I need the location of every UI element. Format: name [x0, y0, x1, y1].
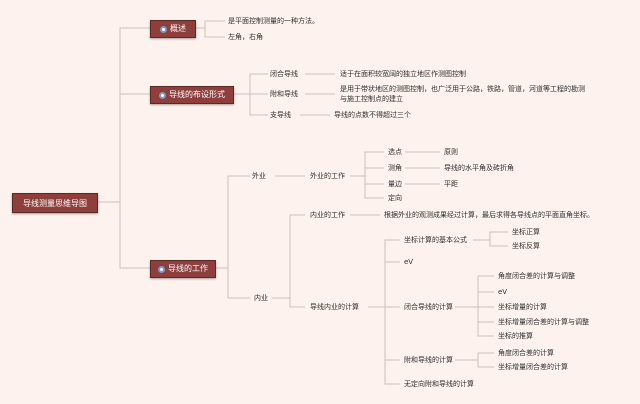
office-label: 内业	[254, 294, 268, 302]
closed-item-5: 坐标的推算	[498, 332, 533, 340]
root-node[interactable]: 导线测量思维导图	[12, 193, 98, 213]
node-bullet-icon	[159, 91, 166, 99]
root-label: 导线测量思维导图	[23, 198, 87, 208]
attached-item-1: 角度闭合差的计算	[498, 349, 554, 357]
node-layout[interactable]: 导线的布设形式	[150, 86, 234, 104]
field-item-4-name: 定向	[388, 194, 402, 202]
layout-closed-name: 闭合导线	[270, 70, 298, 78]
basic-formula-item-2: 坐标反算	[512, 242, 540, 250]
field-item-2-desc: 导线的水平角及砖折角	[444, 164, 514, 172]
layout-branch-desc: 导线的点数不得超过三个	[334, 111, 411, 119]
closed-calc-label: 闭合导线的计算	[404, 303, 453, 311]
closed-item-2: eV	[498, 288, 508, 296]
layout-attached-name: 附和导线	[270, 90, 298, 98]
closed-item-4: 坐标增量闭合差的计算与调整	[498, 318, 589, 326]
node-overview[interactable]: 概述	[150, 20, 196, 38]
layout-closed-desc: 适于在面积较宽阔的独立地区作测图控制	[340, 70, 466, 78]
layout-attached-desc2: 与施工控制点的建立	[340, 95, 403, 103]
overview-item-2: 左角，右角	[228, 33, 263, 41]
field-label: 外业	[252, 172, 266, 180]
office-work-label: 内业的工作	[310, 211, 345, 219]
office-work-desc: 根据外业的观测成果经过计算，最后求得各导线点的平面直角坐标。	[384, 211, 594, 219]
closed-item-1: 角度闭合差的计算与调整	[498, 272, 575, 280]
field-sub-label: 外业的工作	[310, 172, 345, 180]
attached-item-2: 坐标增量闭合差的计算	[498, 363, 568, 371]
node-bullet-icon	[158, 265, 165, 273]
node-work[interactable]: 导线的工作	[150, 260, 216, 278]
node-overview-label: 概述	[170, 24, 186, 33]
node-work-label: 导线的工作	[168, 264, 208, 273]
node-layout-label: 导线的布设形式	[169, 90, 225, 99]
field-item-1-desc: 原则	[444, 148, 458, 156]
field-item-1-name: 选点	[388, 148, 402, 156]
field-item-2-name: 测角	[388, 164, 402, 172]
basic-formula-label: 坐标计算的基本公式	[404, 236, 467, 244]
overview-item-1: 是平面控制测量的一种方法。	[228, 17, 319, 25]
attached-calc-label: 附和导线的计算	[404, 356, 453, 364]
unoriented-calc-label: 无定向附和导线的计算	[404, 380, 474, 388]
field-item-3-name: 量边	[388, 180, 402, 188]
office-calc-label: 导线内业的计算	[310, 303, 359, 311]
node-bullet-icon	[160, 25, 167, 33]
calc-ev: eV	[404, 258, 414, 266]
basic-formula-item-1: 坐标正算	[512, 228, 540, 236]
layout-branch-name: 支导线	[270, 111, 291, 119]
closed-item-3: 坐标增量的计算	[498, 303, 547, 311]
field-item-3-desc: 平距	[444, 180, 458, 188]
layout-attached-desc: 是用于带状地区的测图控制，也广泛用于公路，铁路，管道，河道等工程的勘测	[340, 85, 585, 93]
